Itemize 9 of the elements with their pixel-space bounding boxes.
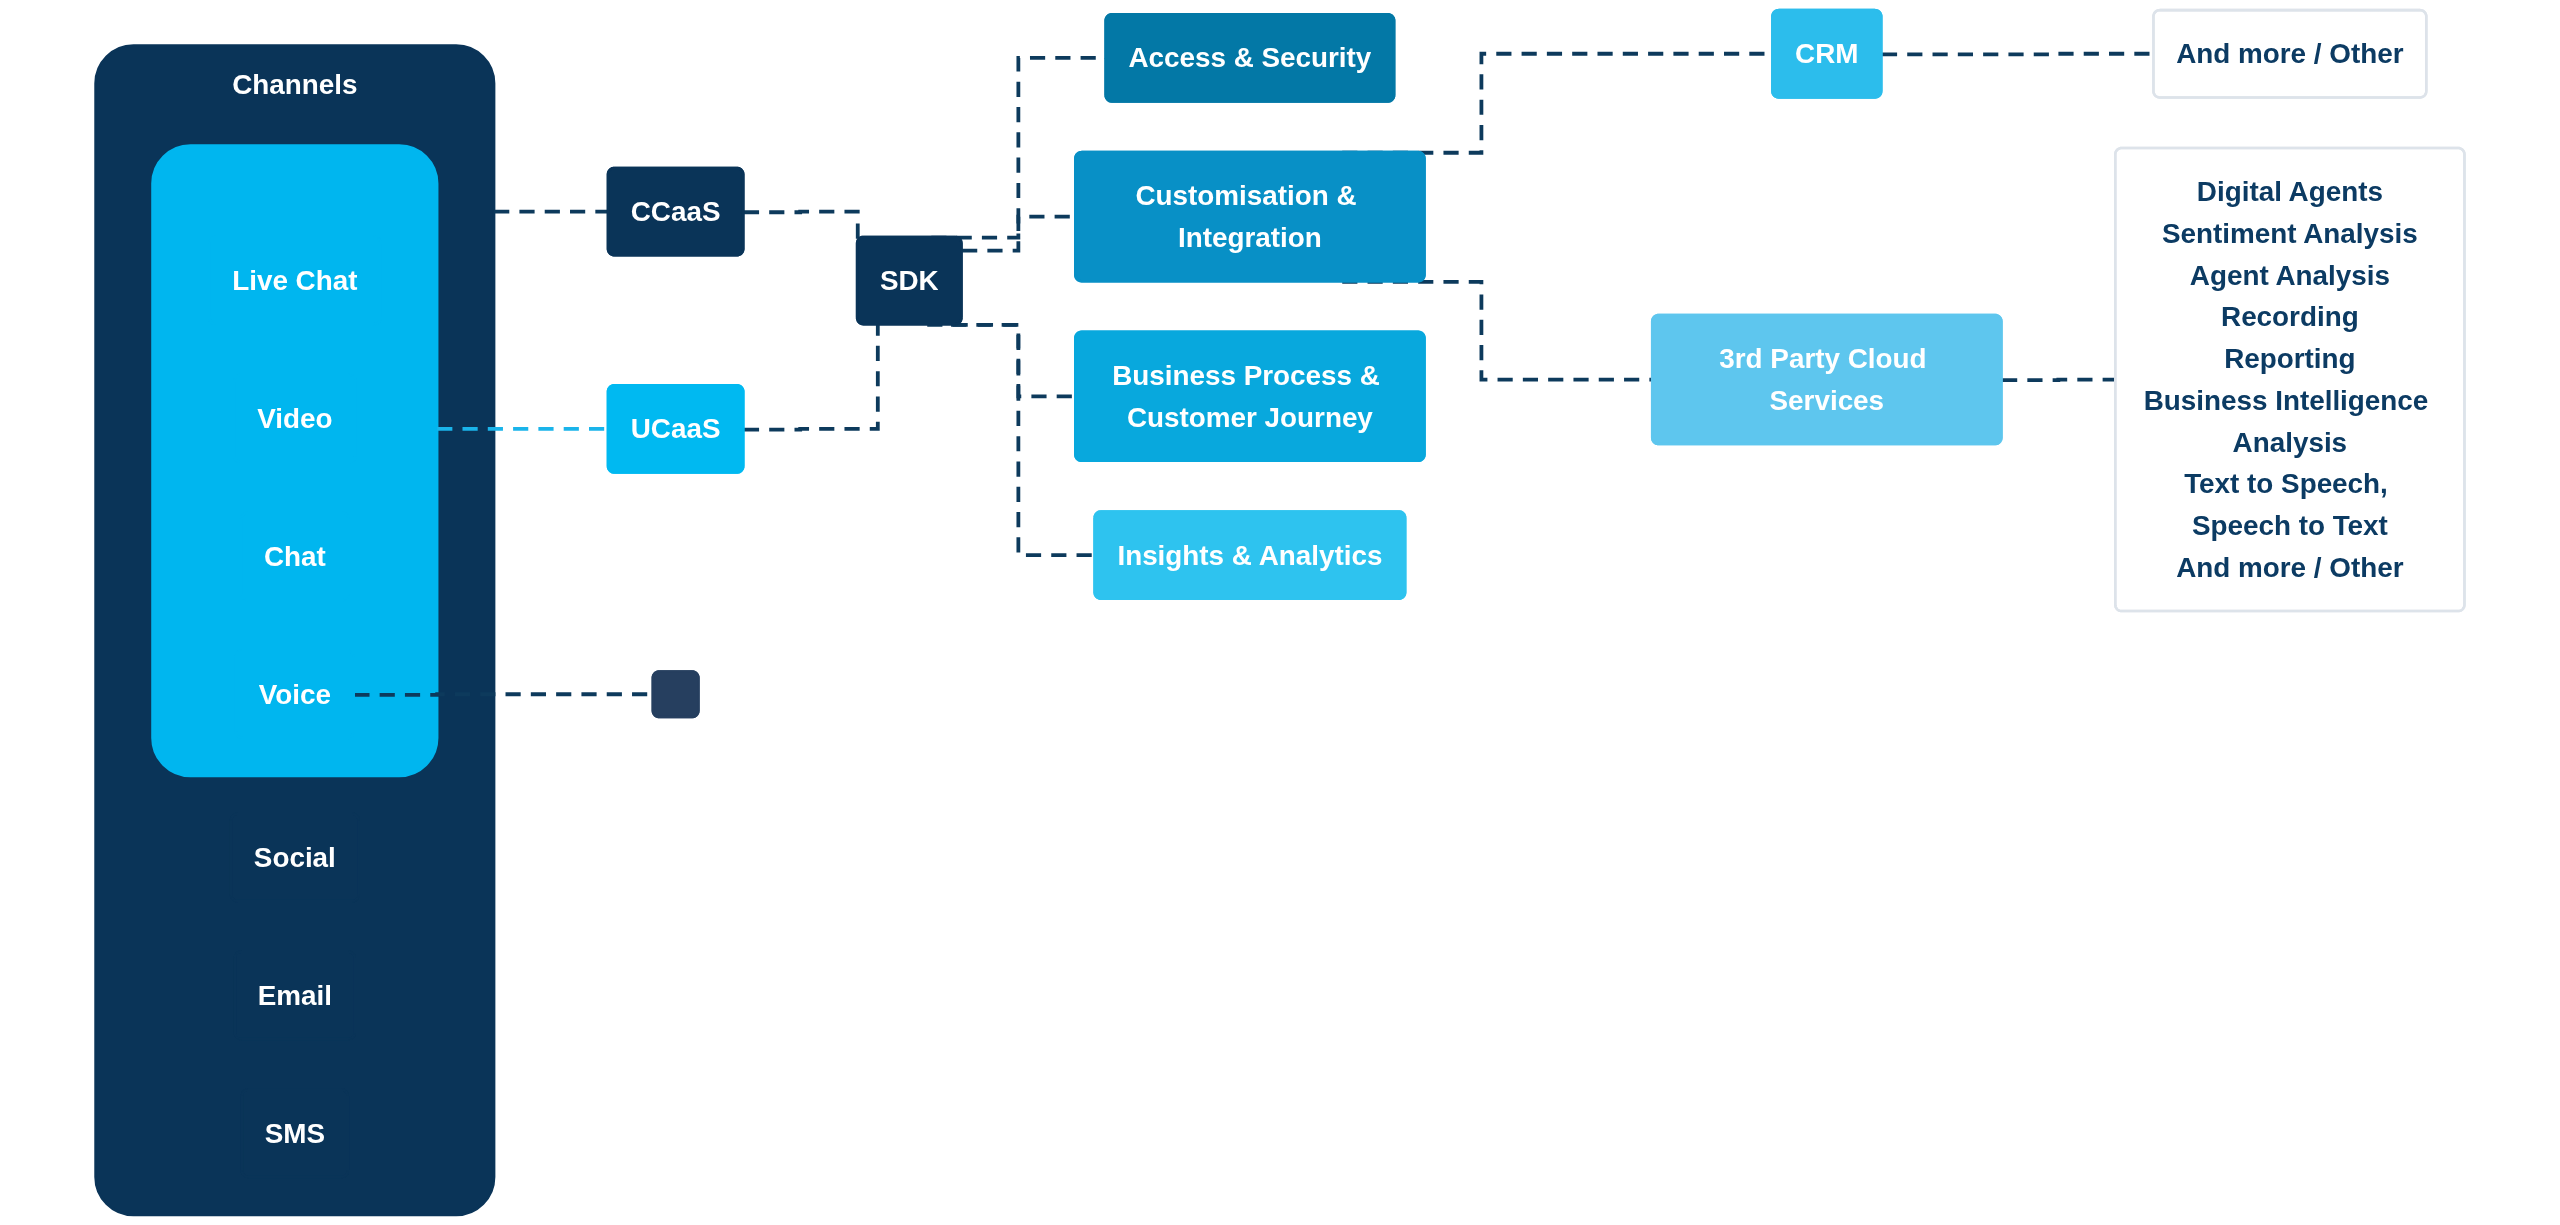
node-text: Chat [263,540,326,573]
node-text: Live Chat [232,264,358,297]
cluster [151,144,439,778]
node-text: Voice [258,678,331,711]
node-text: Social [253,841,336,874]
node-text: Email [257,979,332,1012]
connector [743,324,880,432]
node-text: Video [257,402,333,435]
node-text: SMS [264,1117,325,1150]
